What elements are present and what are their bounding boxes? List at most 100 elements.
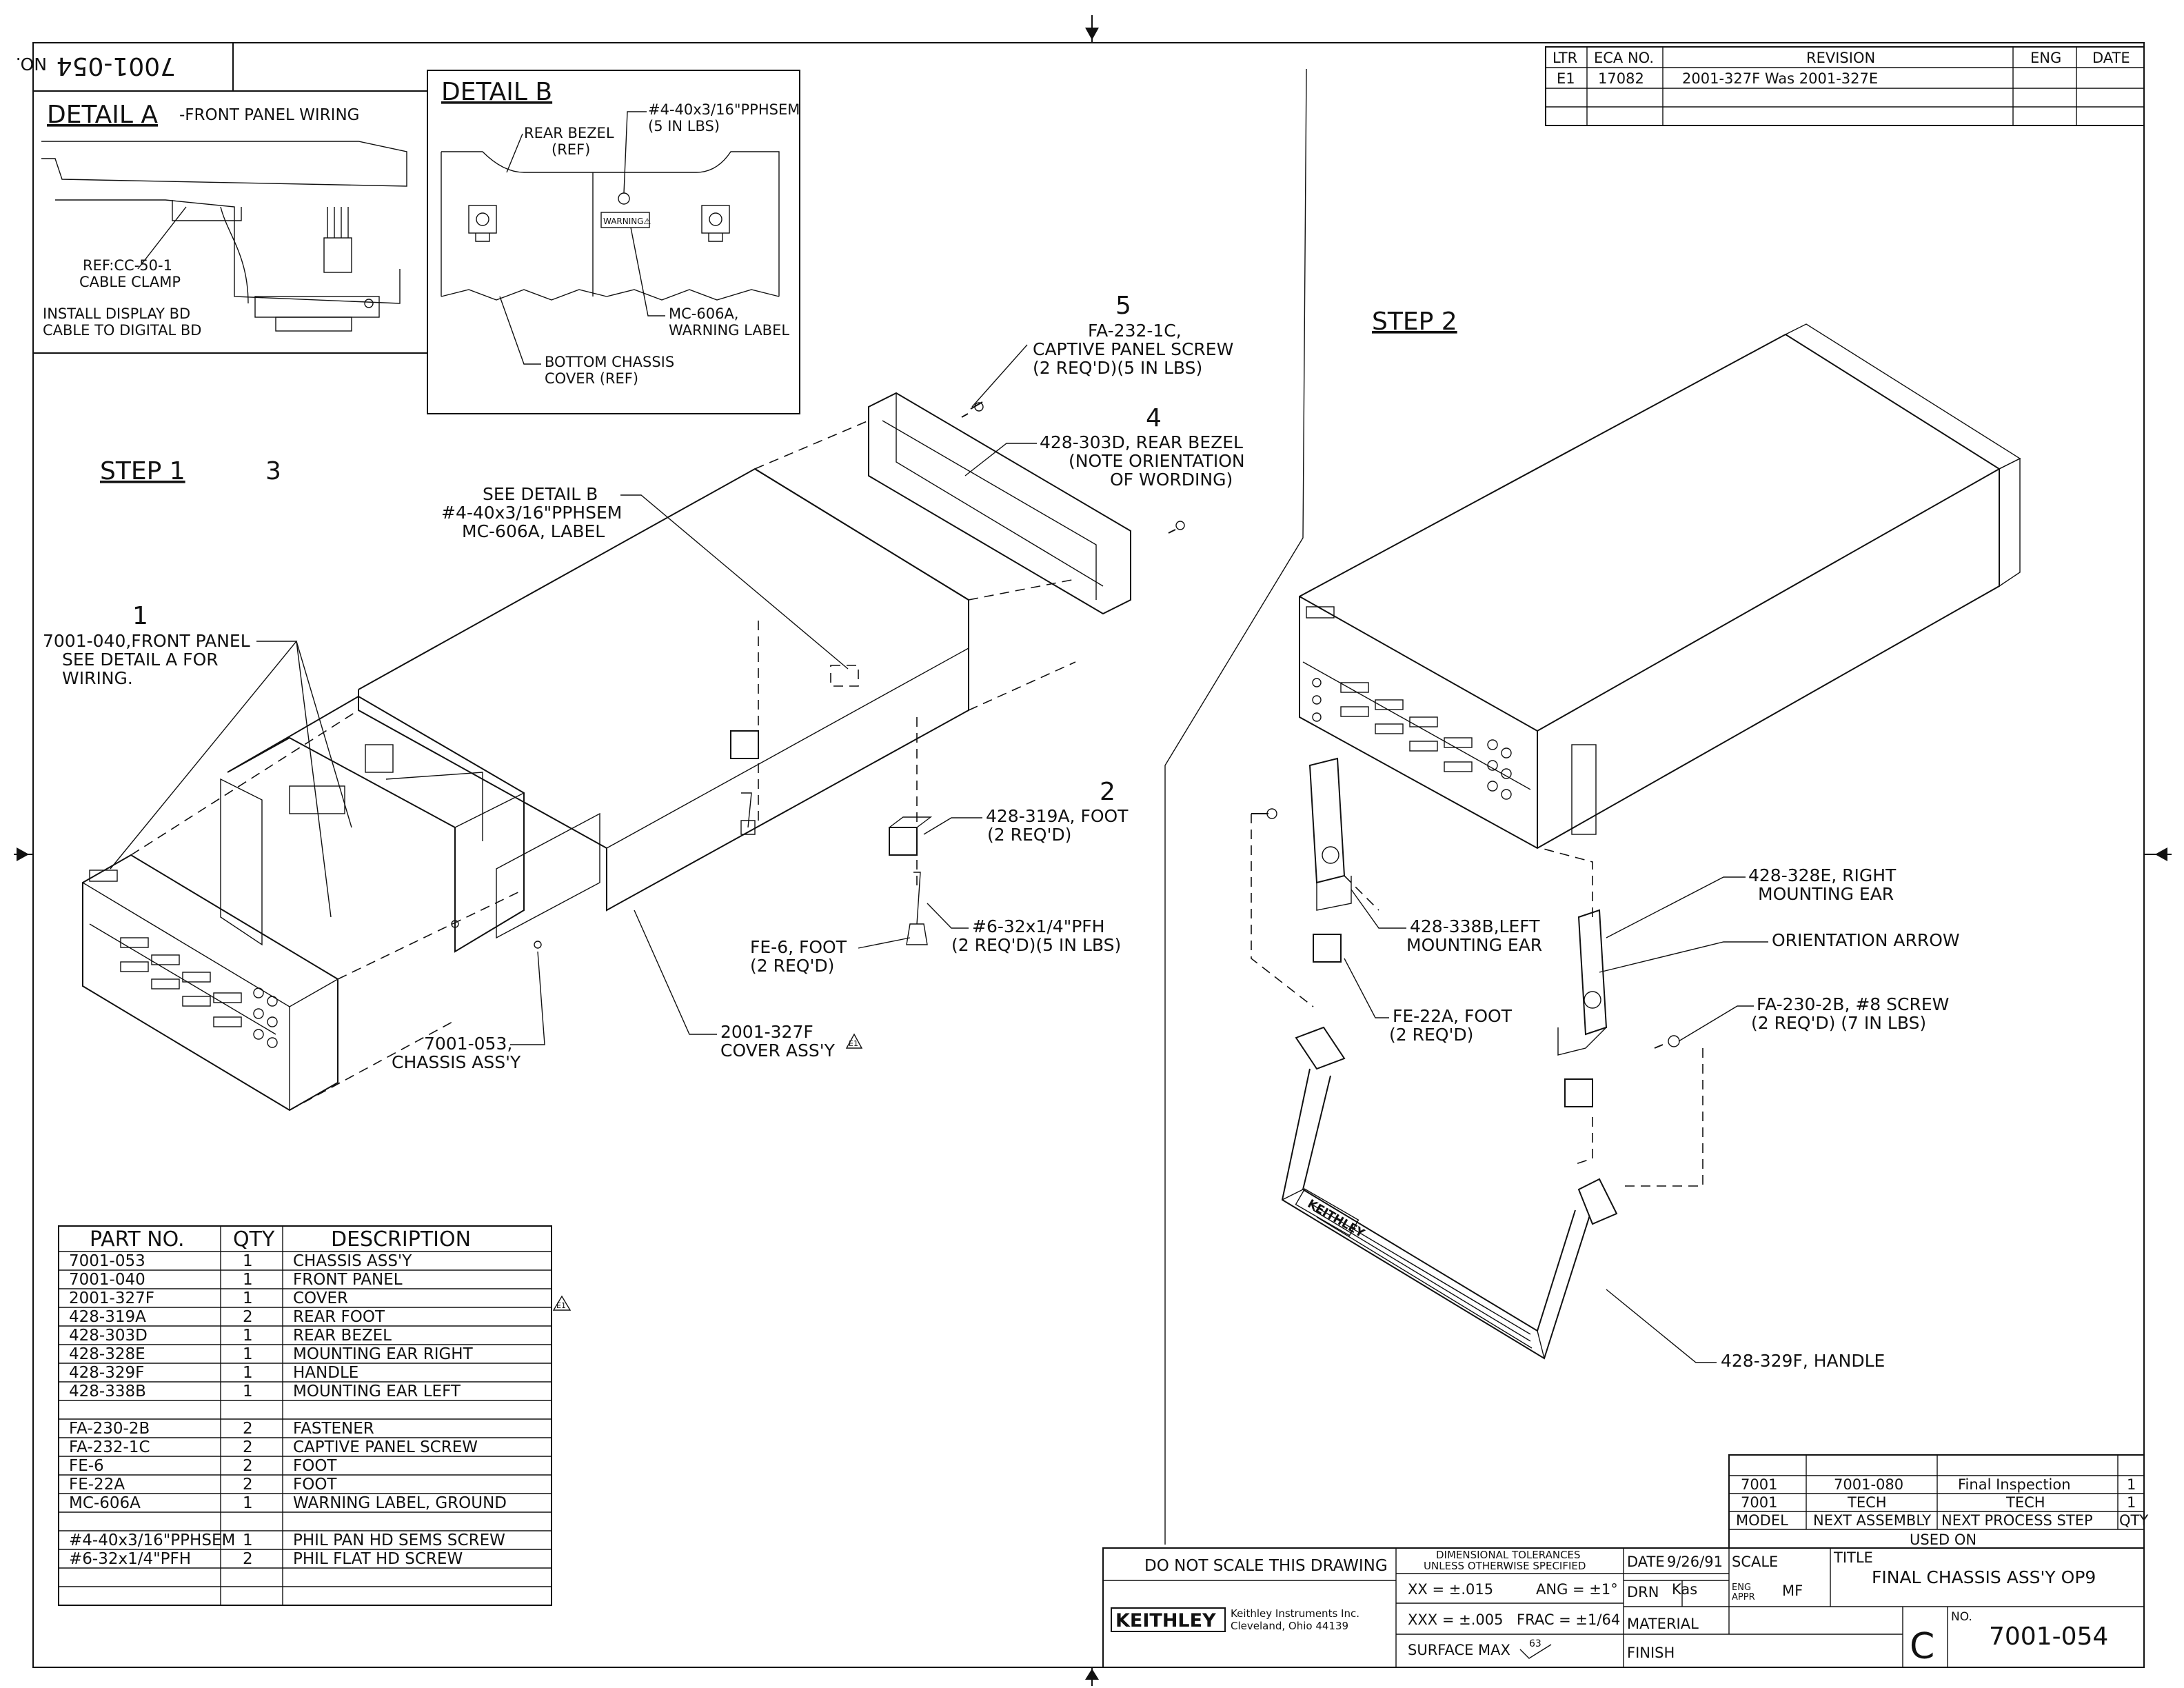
part-qty-cell: 1 xyxy=(243,1327,253,1345)
tb-title-label: TITLE xyxy=(1833,1549,1873,1566)
detail-a-note-1: INSTALL DISPLAY BD xyxy=(43,305,190,322)
step1-callout5-l3: (2 REQ'D)(5 IN LBS) xyxy=(1033,358,1202,378)
step1-chassis-1: 7001-053, xyxy=(424,1034,512,1054)
step1-callout5-l2: CAPTIVE PANEL SCREW xyxy=(1033,339,1233,359)
part-description-cell: REAR BEZEL xyxy=(293,1327,392,1345)
tb-company-2: Cleveland, Ohio 44139 xyxy=(1231,1620,1348,1632)
part-description-cell: PHIL PAN HD SEMS SCREW xyxy=(293,1531,505,1549)
used-on-header-model: MODEL xyxy=(1736,1512,1788,1529)
step1-screw-2: (2 REQ'D)(5 IN LBS) xyxy=(951,935,1121,955)
part-qty-cell: 1 xyxy=(243,1364,253,1382)
part-number-cell: 428-329F xyxy=(69,1364,144,1382)
detail-b: DETAIL B WARNING⚠ REAR BEZEL (REF) #4-40… xyxy=(427,70,800,414)
part-number-cell: 2001-327F xyxy=(69,1289,154,1307)
rev-eca: 17082 xyxy=(1598,70,1644,87)
detail-b-warning-tag: WARNING⚠ xyxy=(603,217,651,226)
rev-header-eng: ENG xyxy=(2030,50,2061,66)
used-on-header-next: NEXT ASSEMBLY xyxy=(1813,1512,1931,1529)
detail-b-label-2: WARNING LABEL xyxy=(669,322,789,339)
rev-header-revision: REVISION xyxy=(1806,50,1875,66)
part-qty-cell: 2 xyxy=(243,1420,253,1438)
part-description-cell: PHIL FLAT HD SCREW xyxy=(293,1550,463,1568)
tb-drn-value: Kas xyxy=(1672,1581,1697,1598)
used-on-r1-next: 7001-080 xyxy=(1834,1476,1903,1493)
part-description-cell: FOOT xyxy=(293,1457,337,1475)
used-on-r1-step: Final Inspection xyxy=(1958,1476,2071,1493)
tb-tol-2: UNLESS OTHERWISE SPECIFIED xyxy=(1424,1560,1586,1572)
step2-right-ear-2: MOUNTING EAR xyxy=(1758,884,1894,904)
rev-header-date: DATE xyxy=(2092,50,2130,66)
part-number-cell: FE-6 xyxy=(69,1457,104,1475)
used-on-r1-qty: 1 xyxy=(2127,1476,2136,1493)
tb-eng-label: ENG xyxy=(1732,1582,1751,1593)
part-number-cell: 428-319A xyxy=(69,1308,146,1326)
tb-ang: ANG = ±1° xyxy=(1536,1581,1618,1598)
rev-header-ltr: LTR xyxy=(1553,50,1577,66)
step1-callout1-l3: WIRING. xyxy=(62,668,133,688)
step1-callout2-l2: (2 REQ'D) xyxy=(987,825,1071,845)
step1-fe6-2: (2 REQ'D) xyxy=(750,956,834,976)
part-qty-cell: 2 xyxy=(243,1308,253,1326)
part-qty-cell: 1 xyxy=(243,1271,253,1289)
title-block: DO NOT SCALE THIS DRAWING KEITHLEY Keith… xyxy=(1102,1547,2145,1668)
step2-left-ear-2: MOUNTING EAR xyxy=(1406,935,1542,955)
part-qty-cell: 1 xyxy=(243,1531,253,1549)
step-divider xyxy=(1164,68,1307,1545)
part-number-cell: 428-338B xyxy=(69,1383,146,1400)
detail-b-chassis-2: COVER (REF) xyxy=(545,370,638,387)
tb-dwg-no: 7001-054 xyxy=(1989,1622,2108,1651)
step1-callout3-l1: SEE DETAIL B xyxy=(483,484,598,504)
step1-cover-1: 2001-327F xyxy=(720,1022,813,1042)
part-qty-cell: 1 xyxy=(243,1289,253,1307)
tb-company-logo: KEITHLEY xyxy=(1115,1610,1216,1631)
part-number-cell: FA-230-2B xyxy=(69,1420,150,1438)
tb-title-value: FINAL CHASSIS ASS'Y OP9 xyxy=(1872,1567,2096,1587)
step2-assembly: STEP 2 xyxy=(1251,308,2021,1371)
step1-callout4-num: 4 xyxy=(1146,404,1162,432)
svg-text:E1: E1 xyxy=(849,1039,858,1048)
tb-eng-value: MF xyxy=(1782,1582,1803,1599)
revision-block: LTR ECA NO. REVISION ENG DATE E1 17082 2… xyxy=(1545,46,2145,126)
step1-callout5-l1: FA-232-1C, xyxy=(1088,321,1182,341)
svg-text:E1: E1 xyxy=(556,1301,566,1310)
part-qty-cell: 2 xyxy=(243,1438,253,1456)
step2-handle-grip xyxy=(1309,1203,1533,1349)
step1-callout1-num: 1 xyxy=(132,602,148,630)
part-number-cell: FE-22A xyxy=(69,1476,125,1494)
tb-size: C xyxy=(1910,1626,1934,1667)
detail-b-label-1: MC-606A, xyxy=(669,305,738,322)
part-number-cell: FA-232-1C xyxy=(69,1438,150,1456)
step1-callout4-l2: (NOTE ORIENTATION xyxy=(1069,451,1245,471)
part-number-cell: 428-328E xyxy=(69,1345,145,1363)
part-description-cell: COVER xyxy=(293,1289,348,1307)
step1-callout3-num: 3 xyxy=(265,457,281,485)
tb-xxx: XXX = ±.005 xyxy=(1408,1611,1503,1628)
part-qty-cell: 2 xyxy=(243,1476,253,1494)
step2-front-panel-keys xyxy=(1312,678,1512,800)
part-qty-cell: 1 xyxy=(243,1494,253,1512)
part-number-cell: 7001-053 xyxy=(69,1252,145,1270)
part-description-cell: FRONT PANEL xyxy=(293,1271,403,1289)
rev-header-eca: ECA NO. xyxy=(1594,50,1654,66)
tb-surface-val: 63 xyxy=(1529,1638,1541,1649)
part-qty-cell: 1 xyxy=(243,1252,253,1270)
step2-screw-1: FA-230-2B, #8 SCREW xyxy=(1757,994,1949,1014)
detail-a-title: DETAIL A xyxy=(47,101,158,129)
step1-callout4-l1: 428-303D, REAR BEZEL xyxy=(1040,432,1243,452)
rev-description: 2001-327F Was 2001-327E xyxy=(1682,70,1878,87)
tb-do-not-scale: DO NOT SCALE THIS DRAWING xyxy=(1144,1557,1388,1575)
used-on-r2-qty: 1 xyxy=(2127,1494,2136,1511)
step2-right-ear-1: 428-328E, RIGHT xyxy=(1748,865,1897,885)
part-qty-cell: 1 xyxy=(243,1383,253,1400)
detail-b-screw-1: #4-40x3/16"PPHSEM xyxy=(648,101,800,118)
used-on-r2-step: TECH xyxy=(2005,1494,2045,1511)
step1-callout4-l3: OF WORDING) xyxy=(1110,470,1233,490)
parts-rev-flag: E1 xyxy=(552,1295,572,1311)
part-description-cell: MOUNTING EAR LEFT xyxy=(293,1383,461,1400)
part-description-cell: REAR FOOT xyxy=(293,1308,385,1326)
part-description-cell: FOOT xyxy=(293,1476,337,1494)
step1-callout3-l2: #4-40x3/16"PPHSEM xyxy=(441,503,622,523)
part-description-cell: FASTENER xyxy=(293,1420,374,1438)
detail-b-chassis-1: BOTTOM CHASSIS xyxy=(545,354,674,370)
